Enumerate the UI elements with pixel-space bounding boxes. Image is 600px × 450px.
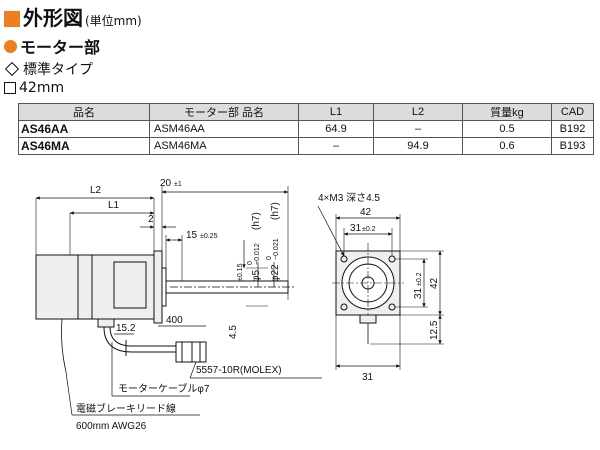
table-cell: ASM46AA [149,120,299,138]
column-header: L2 [373,103,463,121]
brake-lead-spec: 600mm AWG26 [76,421,147,432]
front-view-dimension-labels: 4×M3 深さ4.5 42 31 ±0.2 31 ±0.2 42 12.5 31 [318,192,440,383]
table-cell: B192 [551,120,594,138]
table-cell: AS46MA [18,137,150,155]
dim-shaft-fit: (h7) [251,212,262,230]
title-text: 外形図 [23,6,83,30]
dim-15-tol: ±0.25 [200,233,218,240]
mount-hole [340,303,348,311]
table-cell: 64.9 [298,120,374,138]
section-text: モーター部 [20,38,101,57]
dim-pilot-dia: φ22 [270,264,281,282]
front-view [317,205,444,370]
section-heading: モーター部 [4,34,100,58]
dim-12.5: 12.5 [429,320,440,340]
dim-pilot-tol-hi: 0 [266,256,273,260]
connector-label: 5557-10R(MOLEX) [196,365,282,376]
frame-size-heading: 42mm [4,80,64,96]
dim-l2: L2 [90,185,102,196]
table-cell: AS46AA [18,120,150,138]
brake-body [35,254,79,320]
dim-31-right-tol: ±0.2 [416,272,423,286]
connector [175,341,207,363]
nameplate [113,261,147,309]
pilot [161,267,167,307]
variant-text: 標準タイプ [23,62,93,78]
dim-15.2: 15.2 [116,323,136,334]
dim-shaft-dia: φ5 [251,270,262,282]
page-title: 外形図 (単位mm) [4,2,142,31]
dim-20: 20 [160,178,172,189]
side-view-dimension-labels: L2 L1 20 ±1 2 15 ±0.25 4.5 ±0.15 φ5 0 −0… [76,178,282,432]
motor-cable [103,326,176,353]
dim-4.5: 4.5 [228,325,239,339]
title-unit: (単位mm) [85,14,142,28]
spec-table: 品名 モーター部 品名 L1 L2 質量kg CAD AS46AA ASM46A… [18,103,594,155]
dim-20-tol: ±1 [174,181,182,188]
dim-31-top-tol: ±0.2 [362,226,376,233]
column-header: CAD [551,103,594,121]
side-view [35,186,322,416]
dim-31-top: 31 [350,223,362,234]
dim-31-right: 31 [413,287,424,299]
column-header: 品名 [18,103,150,121]
dim-31-bottom: 31 [362,372,374,383]
motor-cable-label: モーターケーブルφ7 [118,382,210,395]
brake-lead [61,318,67,373]
table-cell: 94.9 [373,137,463,155]
dim-42-top: 42 [360,207,372,218]
flange [153,250,163,324]
dim-shaft-tol-hi: 0 [247,261,254,265]
dim-shaft-tol-lo: −0.012 [254,243,261,265]
table-header-row: 品名 モーター部 品名 L1 L2 質量kg CAD [18,103,594,121]
dim-400: 400 [166,315,183,326]
table-row: AS46AA ASM46AA 64.9 – 0.5 B192 [18,120,594,138]
dim-15: 15 [186,230,198,241]
brake-lead-label: 電磁ブレーキリード線 [76,402,176,415]
table-row: AS46MA ASM46MA – 94.9 0.6 B193 [18,137,594,155]
dim-pilot-fit: (h7) [270,202,281,220]
table-cell: 0.6 [462,137,552,155]
dim-4.5-tol: ±0.15 [237,263,244,281]
dim-42-right: 42 [429,277,440,289]
frame-size-text: 42mm [19,80,65,96]
orange-square-icon [4,11,20,27]
column-header: 質量kg [462,103,552,121]
table-cell: B193 [551,137,594,155]
dim-2: 2 [148,214,154,225]
square-outline-icon [4,82,16,94]
hole-callout: 4×M3 深さ4.5 [318,192,380,204]
orange-circle-icon [4,39,17,53]
variant-heading: 標準タイプ [4,59,93,79]
dim-l1: L1 [108,200,120,211]
dim-pilot-tol-lo: −0.021 [273,238,280,260]
